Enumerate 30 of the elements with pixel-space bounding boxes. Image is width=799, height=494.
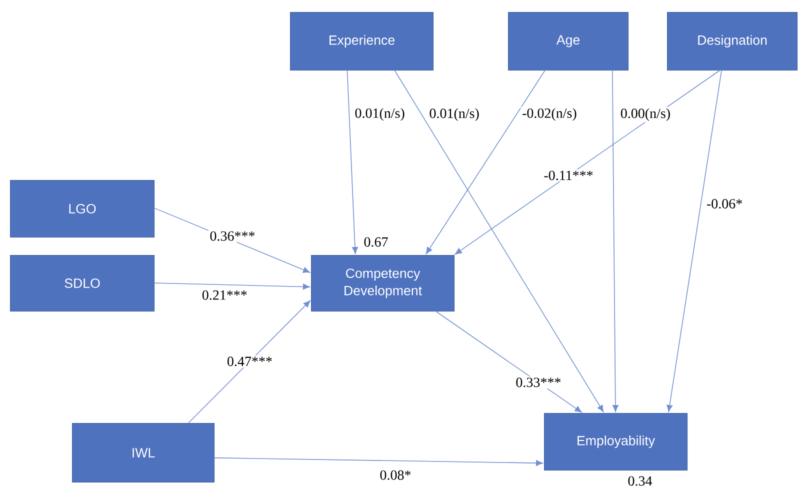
edge-label: 0.47*** xyxy=(226,355,274,368)
edge-label: -0.02(n/s) xyxy=(520,106,578,122)
edge-label: 0.01(n/s) xyxy=(353,106,406,122)
edge-label: -0.06* xyxy=(705,198,744,210)
variable-box: SDLO xyxy=(10,255,155,312)
variable-box: Experience xyxy=(290,12,434,71)
edge-label: 0.08* xyxy=(378,469,413,482)
edge-label: 0.36*** xyxy=(208,230,257,242)
edge-label: 0.01(n/s) xyxy=(428,106,481,122)
arrow xyxy=(154,282,310,290)
arrow xyxy=(426,70,546,254)
variable-box: Age xyxy=(508,12,629,71)
arrow xyxy=(346,70,358,254)
variable-box: IWL xyxy=(72,423,215,483)
arrow xyxy=(188,300,310,424)
arrow xyxy=(394,70,604,412)
arrow xyxy=(612,70,618,412)
variable-box: Designation xyxy=(667,12,798,71)
variable-box: Competency Development xyxy=(311,255,455,312)
edge-label: 0.21*** xyxy=(200,289,249,302)
r-squared-label: 0.34 xyxy=(628,476,652,486)
arrow xyxy=(666,70,722,412)
edge-label: 0.00(n/s) xyxy=(619,106,672,122)
variable-box: Employability xyxy=(544,413,688,471)
arrow xyxy=(214,457,543,466)
variable-box: LGO xyxy=(10,180,155,238)
edge-label: 0.33*** xyxy=(514,376,563,388)
arrow xyxy=(435,310,582,413)
r-squared-label: 0.67 xyxy=(364,237,388,247)
edge-label: -0.11*** xyxy=(542,169,595,182)
